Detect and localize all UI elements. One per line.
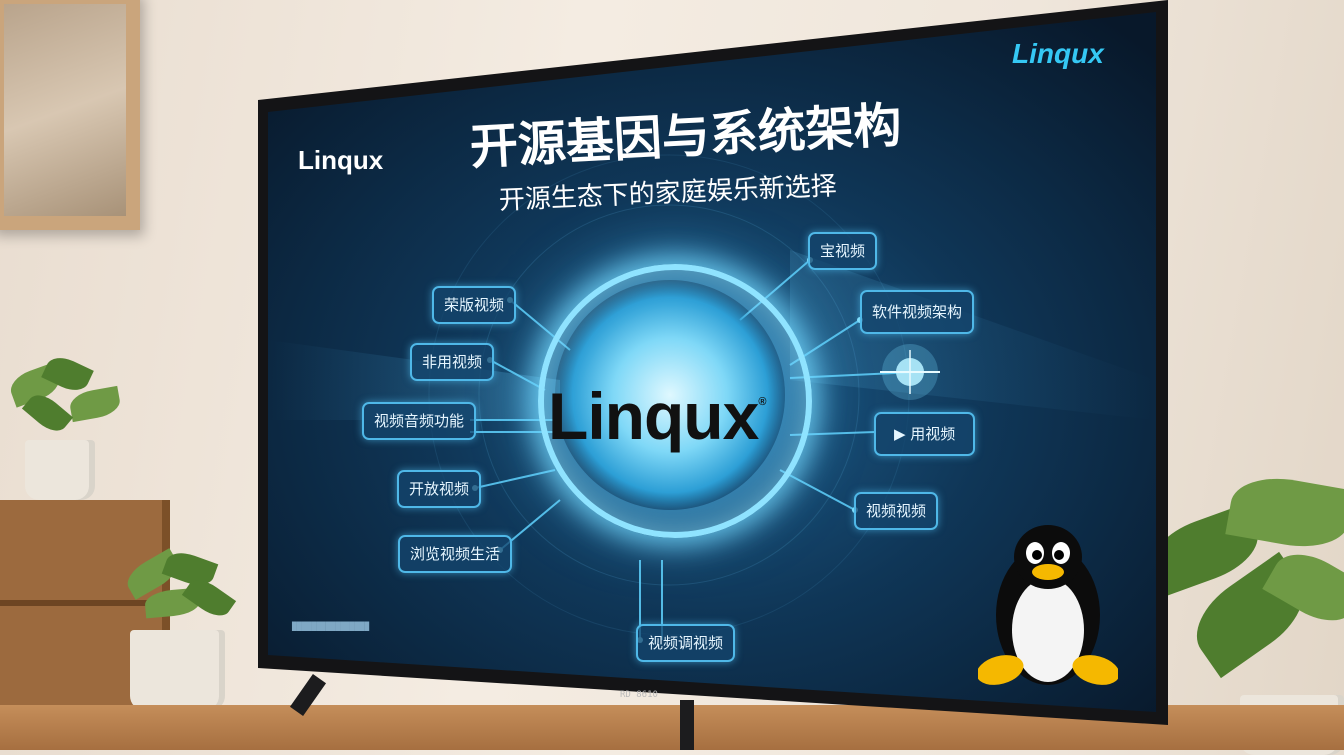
brand-logo-left: Linqux [298, 145, 384, 175]
feature-tag-left-3[interactable]: 视频音频功能 [362, 402, 477, 440]
screen-fine-print: ████████████████ [292, 622, 370, 631]
feature-tag-left-4[interactable]: 开放视频 [397, 470, 482, 508]
feature-tag-left-5[interactable]: 浏览视频生活 [398, 535, 513, 573]
tux-penguin-icon [978, 525, 1118, 685]
registered-mark: ® [758, 396, 766, 408]
center-logo: Linqux® [548, 378, 766, 454]
tv-model-label: RD 8610 [620, 690, 658, 700]
wall-picture-frame [0, 0, 140, 230]
lens-flare-icon [880, 344, 940, 400]
feature-tag-right-3[interactable]: ▶ 用视频 [874, 412, 976, 456]
shelf-divider [0, 600, 170, 606]
feature-tag-left-1[interactable]: 荣版视频 [432, 286, 517, 324]
feature-tag-right-1[interactable]: 宝视频 [808, 232, 878, 270]
core-ring [538, 264, 812, 538]
feature-tag-left-2[interactable]: 非用视频 [410, 343, 495, 381]
feature-tag-bottom[interactable]: 视频调视频 [636, 624, 736, 662]
center-logo-text: Linqux [548, 379, 759, 453]
feature-tag-right-2[interactable]: 软件视频架构 [860, 290, 975, 334]
tv-stand-right [680, 700, 694, 750]
feature-tag-right-4[interactable]: 视频视频 [854, 492, 939, 530]
brand-logo-right: Linqux [1012, 38, 1104, 69]
